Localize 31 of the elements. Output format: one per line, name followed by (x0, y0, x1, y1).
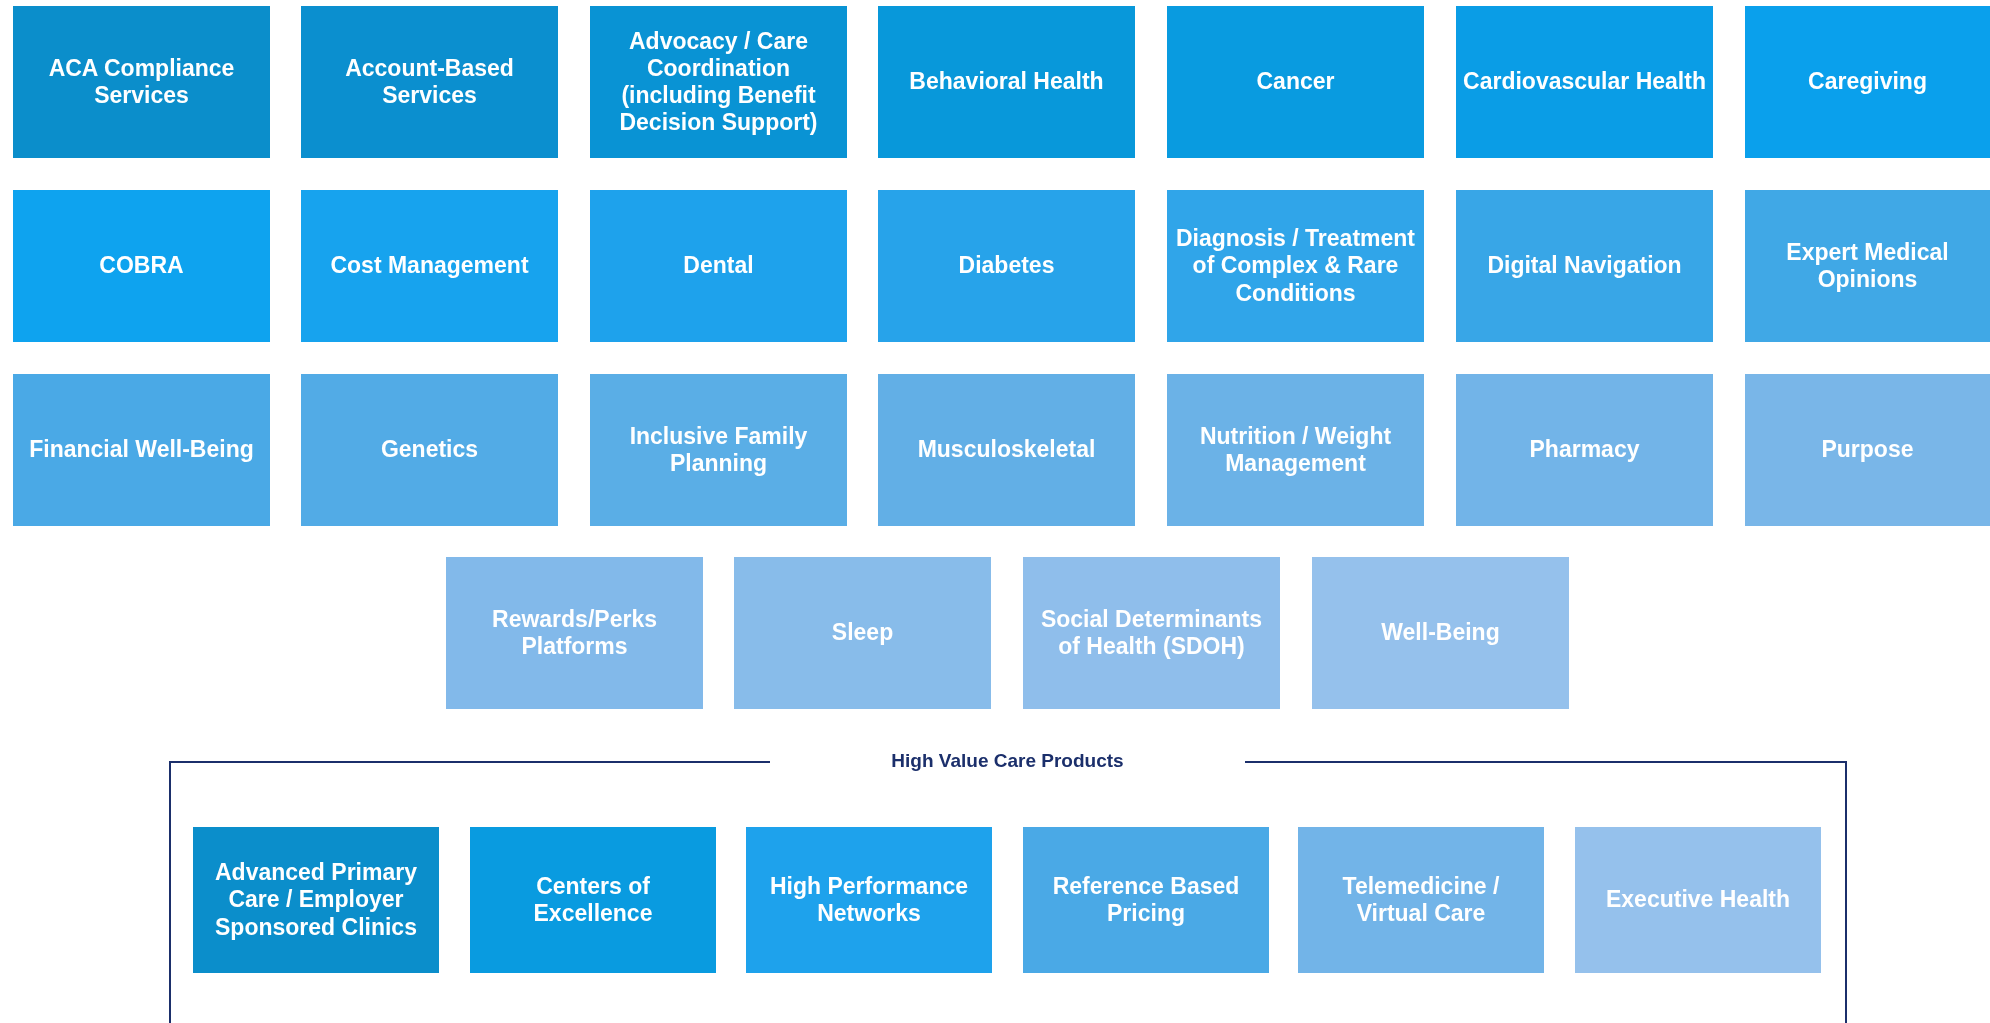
category-tile: Advocacy / Care Coordination (including Benefit Decision Support) (590, 6, 847, 158)
category-tile: Cancer (1167, 6, 1424, 158)
category-tile: Account-Based Services (301, 6, 558, 158)
category-tile: Diabetes (878, 190, 1135, 342)
category-tile: Cost Management (301, 190, 558, 342)
category-tile: Well-Being (1312, 557, 1569, 709)
category-tile: Telemedicine / Virtual Care (1298, 827, 1544, 973)
category-tile: Purpose (1745, 374, 1990, 526)
category-tile: Centers of Excellence (470, 827, 716, 973)
category-tile: High Performance Networks (746, 827, 992, 973)
category-tile: ACA Compliance Services (13, 6, 270, 158)
category-tile: Reference Based Pricing (1023, 827, 1269, 973)
category-tile: Financial Well-Being (13, 374, 270, 526)
category-tile: Sleep (734, 557, 991, 709)
category-tile: Diagnosis / Treatment of Complex & Rare Conditions (1167, 190, 1424, 342)
category-tile: Behavioral Health (878, 6, 1135, 158)
category-tile: Executive Health (1575, 827, 1821, 973)
category-tile: Digital Navigation (1456, 190, 1713, 342)
category-tile: Nutrition / Weight Management (1167, 374, 1424, 526)
category-tile: Cardiovascular Health (1456, 6, 1713, 158)
category-tile: Rewards/Perks Platforms (446, 557, 703, 709)
category-tile: Musculoskeletal (878, 374, 1135, 526)
category-tile: COBRA (13, 190, 270, 342)
category-tile: Genetics (301, 374, 558, 526)
category-tile: Pharmacy (1456, 374, 1713, 526)
category-tile: Expert Medical Opinions (1745, 190, 1990, 342)
category-tile: Dental (590, 190, 847, 342)
category-tile: Caregiving (1745, 6, 1990, 158)
category-tile: Inclusive Family Planning (590, 374, 847, 526)
category-tile: Advanced Primary Care / Employer Sponsored Clinics (193, 827, 439, 973)
category-tile: Social Determinants of Health (SDOH) (1023, 557, 1280, 709)
